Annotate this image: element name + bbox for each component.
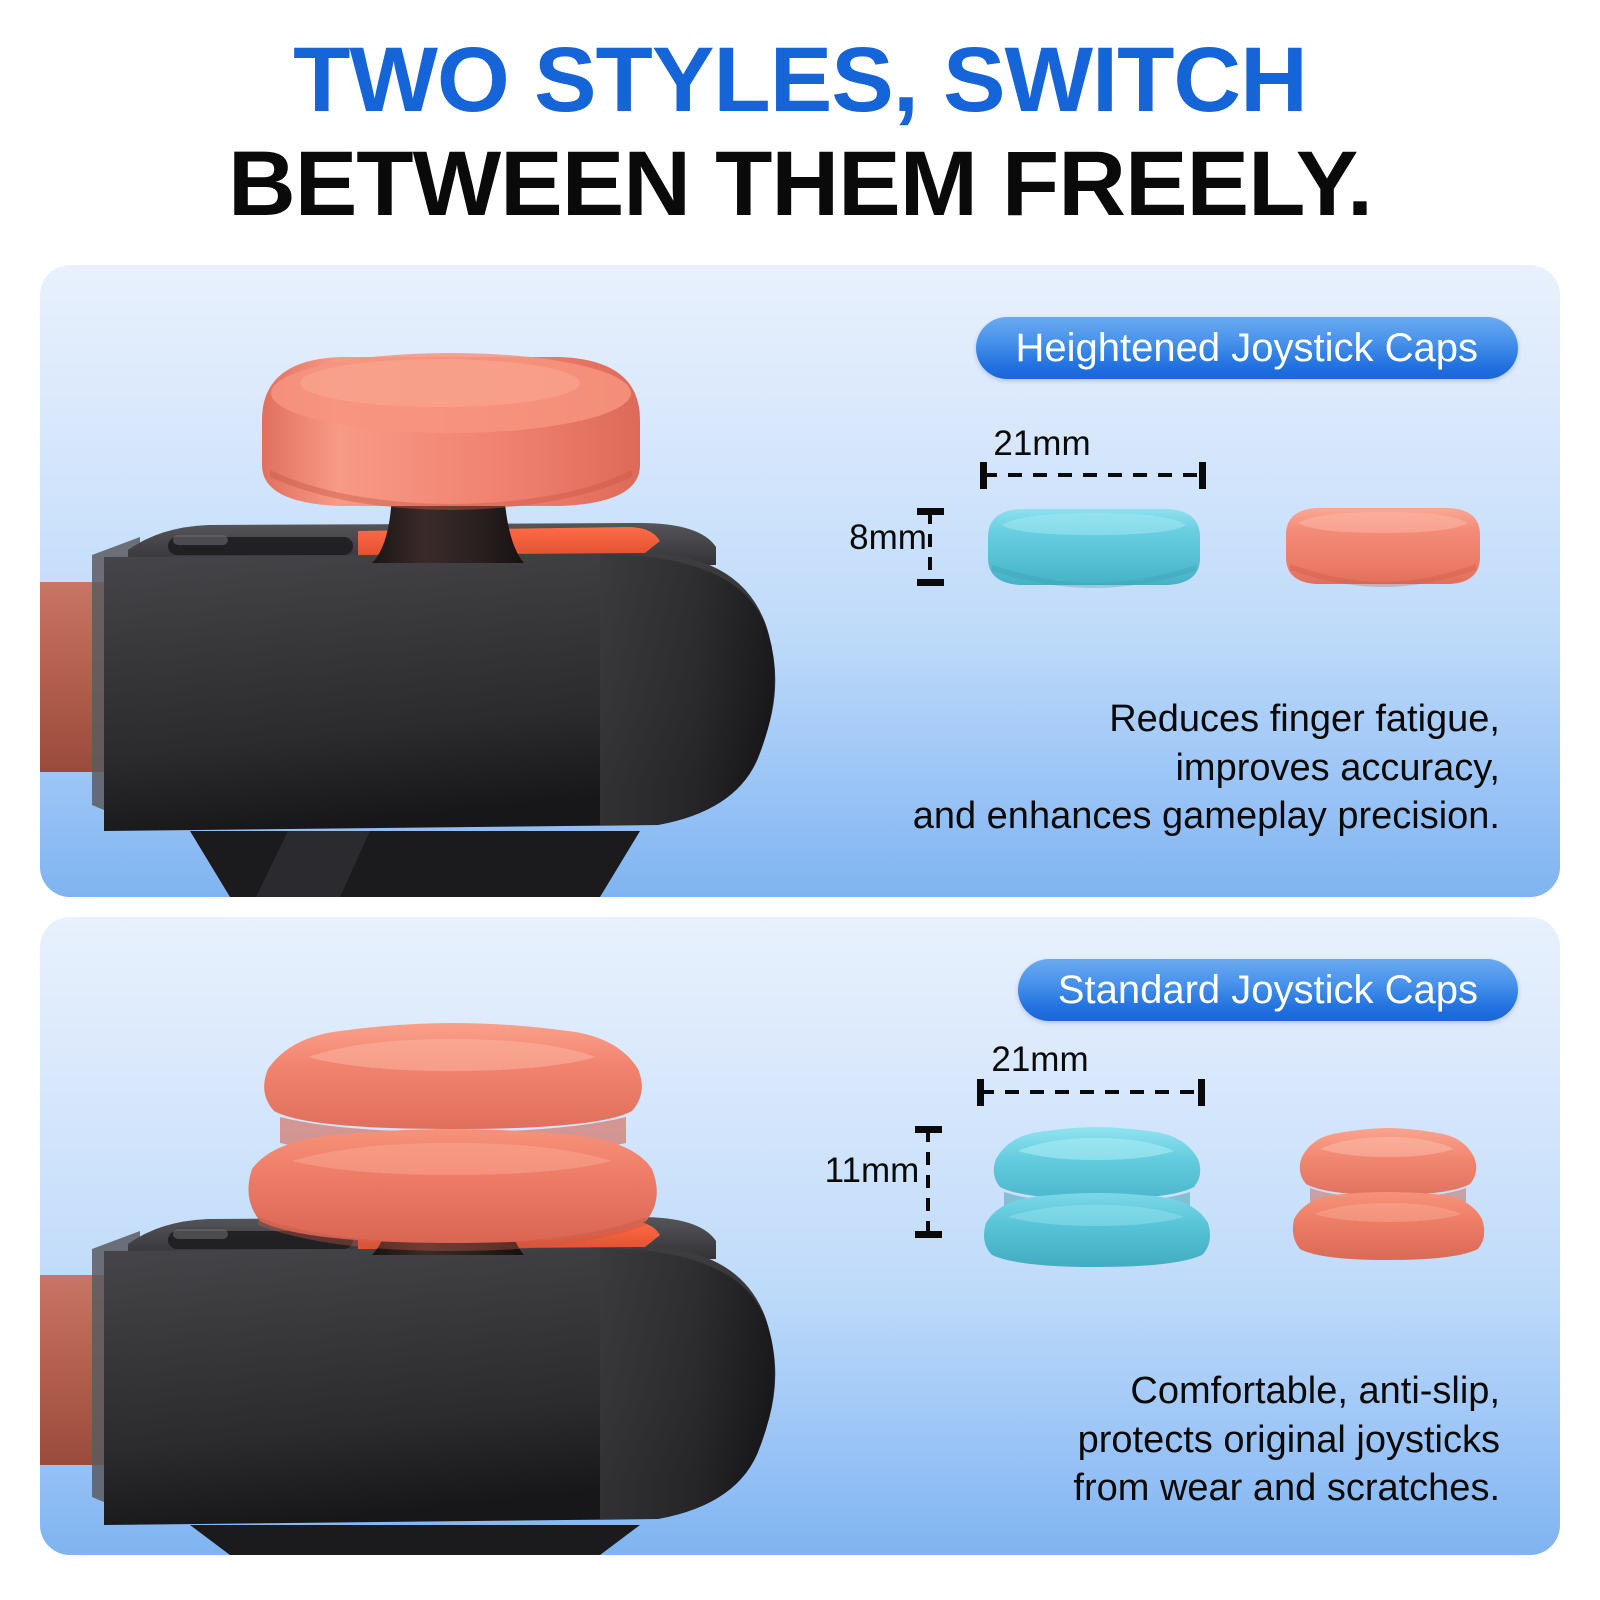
headline-line-2: BETWEEN THEM FREELY. [227, 133, 1373, 235]
joystick-stem [372, 493, 524, 563]
cap-sample-cyan [988, 509, 1200, 588]
page-title: TWO STYLES, SWITCH BETWEEN THEM FREELY. [0, 34, 1600, 230]
joystick-cap-heightened [262, 353, 640, 510]
badge-standard-joystick-caps[interactable]: Standard Joystick Caps [1017, 959, 1518, 1021]
badge-heightened-joystick-caps[interactable]: Heightened Joystick Caps [975, 317, 1518, 379]
description-heightened: Reduces finger fatigue, improves accurac… [912, 698, 1500, 838]
controller-illustration-heightened [40, 265, 860, 897]
controller-grip [190, 1525, 640, 1555]
controller-illustration-standard [40, 917, 860, 1555]
description-standard: Comfortable, anti-slip, protects origina… [1073, 1370, 1500, 1510]
height-label-text: 8mm [849, 518, 927, 557]
dimension-diagram-heightened: 21mm 8mm [820, 424, 1520, 625]
width-label-text: 21mm [993, 424, 1090, 463]
panel-heightened-joystick-caps: Heightened Joystick Caps [40, 265, 1560, 897]
cap-sample-coral [1292, 1128, 1485, 1260]
controller-grip [190, 831, 640, 897]
joystick-cap-standard [248, 1023, 657, 1251]
panel-standard-joystick-caps: Standard Joystick Caps [40, 917, 1560, 1555]
height-label-text: 11mm [825, 1151, 920, 1190]
headline-line-1: TWO STYLES, SWITCH [293, 29, 1308, 131]
width-label-text: 21mm [991, 1040, 1088, 1079]
dimension-diagram-standard: 21mm 11mm [810, 1037, 1530, 1267]
cap-sample-cyan [984, 1127, 1210, 1267]
cap-sample-coral [1286, 508, 1480, 587]
